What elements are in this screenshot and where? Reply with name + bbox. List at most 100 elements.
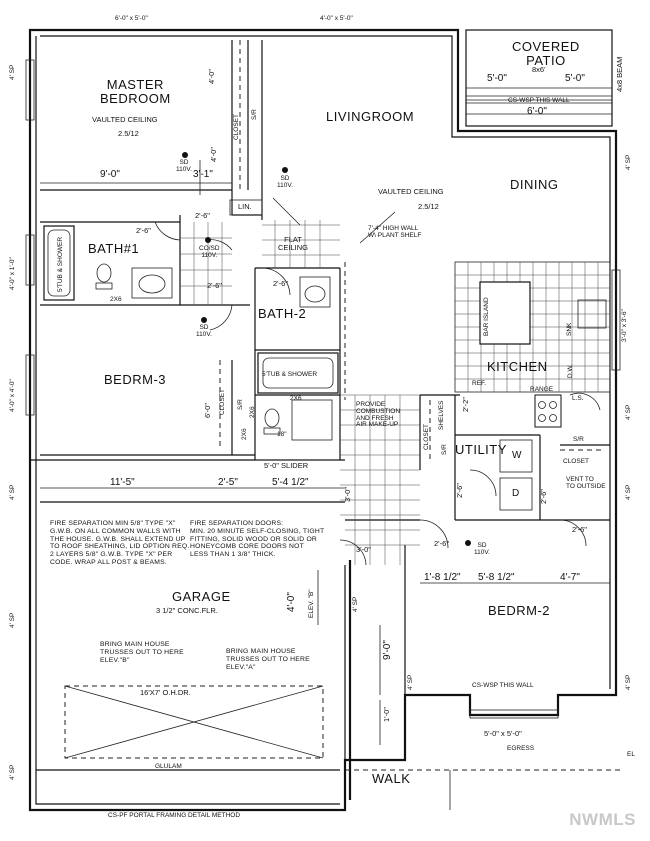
bar-island-label: BAR ISLAND — [483, 297, 490, 336]
tub-shower-2-label: 5'TUB & SHOWER — [262, 371, 318, 378]
dim-patio-bottom: 6'-0" — [527, 106, 547, 117]
patio-beam-label: 8x6' — [532, 65, 546, 74]
dim-garage-door: 3'-0" — [343, 487, 352, 502]
dim-bedrm2-c: 4'-7" — [560, 572, 580, 583]
fire-doors-note: FIRE SEPARATION DOORS:MIN. 20 MINUTE SEL… — [190, 520, 325, 559]
master-pitch-label: 2.5/12 — [118, 129, 139, 138]
room-bath2: BATH-2 — [258, 306, 307, 321]
label-walk: WALK — [372, 771, 411, 786]
room-livingroom: LIVINGROOM — [326, 109, 415, 124]
dim-top-a: 6'-0" x 5'-0" — [115, 15, 148, 22]
room-bath1: BATH#1 — [88, 241, 140, 256]
living-ceiling-label: VAULTED CEILING — [378, 187, 444, 196]
dim-utility-2: 2'-6" — [455, 483, 464, 498]
dim-patio-left: 5'-0" — [487, 73, 507, 84]
master-ceiling-label: VAULTED CEILING — [92, 115, 158, 124]
dim-mid-4sp-a: 4' SP — [352, 596, 359, 612]
dim-utility-3: 2'-6" — [539, 489, 548, 504]
dim-closet-6: 6'-0" — [203, 403, 212, 418]
utility-sr-label: S/R — [441, 444, 448, 455]
garage-floor-label: 3 1/2" CONC.FLR. — [156, 606, 218, 615]
bath-fixtures — [43, 199, 533, 511]
ref-label: REF. — [472, 380, 487, 387]
dishwasher-label: D.W. — [567, 363, 574, 378]
room-garage: GARAGE — [172, 589, 231, 604]
kitchen-tile-grid — [454, 261, 611, 428]
dim-garage-width: 11'-5" — [110, 477, 135, 488]
dim-left-window-a: 4'-0" x 1'-0" — [9, 257, 16, 290]
room-bedrm3: BEDRM-3 — [104, 372, 167, 387]
dim-master-4b: 4'-0" — [209, 147, 218, 162]
el-label: EL — [627, 751, 635, 758]
room-utility: UTILITY — [455, 442, 507, 457]
dim-right-4sp-c: 4' SP — [625, 484, 632, 500]
portal-framing-label: CS-PF PORTAL FRAMING DETAIL METHOD — [108, 812, 241, 819]
dim-mid-4sp-b: 4' SP — [407, 674, 414, 690]
elev-b-label: ELEV. "B" — [308, 589, 315, 618]
dim-garage-mid: 2'-5" — [218, 477, 238, 488]
dryer-label: D — [512, 488, 520, 499]
dim-elev-4: 4'-0" — [286, 592, 297, 612]
dim-vertical-1: 1'-0" — [382, 707, 391, 722]
covered-patio-frame — [465, 29, 613, 127]
dimension-lines — [40, 87, 612, 745]
dim-bedrm2-a: 1'-8 1/2" — [424, 572, 461, 583]
smoke-detectors — [182, 152, 471, 546]
shelves-label: SHELVES — [438, 400, 445, 430]
dim-vertical-9: 9'-0" — [382, 640, 393, 660]
dim-left-window-b: 4'-0" x 4'-0" — [9, 379, 16, 412]
dim-master-width: 9'-0" — [100, 169, 120, 180]
slider-label: 5'-0" SLIDER — [264, 461, 309, 470]
label-2x6-c: 2X6 — [241, 428, 248, 440]
dim-right-4sp-b: 4' SP — [625, 404, 632, 420]
master-closet-label: CLOSET — [233, 113, 240, 140]
master-sr-label: S/R — [251, 109, 258, 120]
egress-label: EGRESS — [507, 745, 535, 752]
dim-left-4sp-a: 4' SP — [9, 64, 16, 80]
dim-master-4a: 4'-0" — [207, 69, 216, 84]
room-bedrm2: BEDRM-2 — [488, 603, 551, 618]
garage-door — [36, 560, 620, 810]
right-closet-label: CLOSET — [563, 458, 590, 465]
dim-lin-door: 2'-6" — [195, 211, 210, 220]
dim-left-4sp-b: 4' SP — [9, 484, 16, 500]
bedrm3-sr-label: S/R — [237, 399, 244, 410]
bedrm3-closet-label: CLOSET — [219, 388, 226, 415]
window-markers — [25, 59, 621, 719]
dim-right-window: 3'-0" x 3'-6" — [621, 309, 628, 342]
room-dining: DINING — [510, 177, 559, 192]
dim-left-4sp-c: 4' SP — [9, 612, 16, 628]
glulam-label: GLULAM — [155, 763, 182, 770]
dim-hall-door: 2'-6" — [207, 281, 222, 290]
egress-size-label: 5'-0" x 5'-0" — [484, 729, 522, 738]
right-sr-label: S/R — [573, 436, 584, 443]
nwmls-watermark: NWMLS — [569, 810, 636, 829]
dim-bath2-door: 2'-6" — [273, 279, 288, 288]
dim-right-4sp-a: 4' SP — [625, 154, 632, 170]
washer-label: W — [512, 450, 522, 461]
dim-bedrm2-door: 2'-6" — [434, 539, 449, 548]
closet-rods — [219, 40, 605, 460]
label-2x6-d: 2X6 — [249, 406, 256, 418]
linen-label: LIN. — [238, 202, 252, 211]
dim-top-b: 4'-0" x 5'-0" — [320, 15, 353, 22]
lazy-susan-label: L.S. — [572, 395, 584, 402]
label-2x6-a: 2X6 — [110, 296, 122, 303]
height-18-label: 18" — [277, 431, 287, 438]
utility-closet-label: CLOSET — [423, 423, 430, 450]
dim-patio-right: 5'-0" — [565, 73, 585, 84]
dim-garage-right: 5'-4 1/2" — [272, 477, 309, 488]
patio-cs-wsp-label: CS-WSP THIS WALL — [508, 97, 570, 104]
label-2x6-b: 2X6 — [290, 395, 302, 402]
